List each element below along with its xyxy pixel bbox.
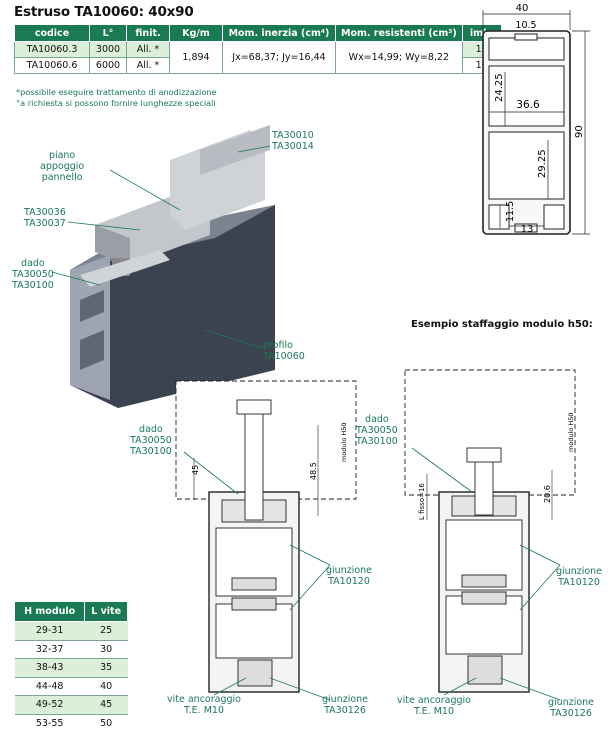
spec-header-cell: Kg/m (169, 24, 223, 42)
left-label-dado: dado TA30050 TA30100 (130, 424, 172, 457)
right-label-giunzione2: giunzione TA30126 (548, 697, 595, 719)
spec-header-cell: Mom. inerzia (cm⁴) (222, 24, 336, 42)
cross-section-drawing (482, 10, 590, 235)
left-leaders (183, 451, 331, 701)
label-ta30036: TA30036 TA30037 (24, 207, 66, 229)
left-modulo: modulo H50 (340, 422, 348, 462)
vite-cell: 45 (84, 695, 128, 714)
section-title: Esempio staffaggio modulo h50: (411, 319, 593, 330)
dim-height: 90 (574, 125, 585, 138)
dim-top: 10.5 (515, 20, 536, 31)
left-dim-485: 48.5 (309, 462, 318, 480)
right-label-vite: vite ancoraggio T.E. M10 (397, 695, 471, 717)
vite-cell: 40 (84, 676, 128, 696)
page-title: Estruso TA10060: 40x90 (14, 4, 194, 20)
right-l-fisso: L fisso=16 (418, 483, 426, 520)
spec-cell-inerzia: Jx=68,37; Jy=16,44 (222, 41, 336, 74)
dim-d2: 36.6 (516, 99, 540, 111)
vite-table-header: H modulo L vite (13, 601, 128, 622)
vite-cell: 38-43 (14, 658, 85, 677)
dim-d3: 29.25 (537, 149, 548, 178)
left-dim-45: 45 (191, 465, 200, 475)
right-dim-206: 20.6 (543, 485, 552, 503)
right-modulo: modulo H50 (567, 412, 575, 452)
spec-cell: All. * (126, 41, 170, 58)
vite-cell: 53-55 (14, 713, 85, 732)
label-piano: piano appoggio pannello (40, 150, 85, 183)
spec-cell: TA10060.6 (14, 57, 90, 74)
right-label-giunzione1: giunzione TA10120 (556, 566, 603, 588)
right-label-dado: dado TA30050 TA30100 (356, 414, 398, 447)
spec-header-cell: codice (14, 24, 90, 42)
spec-cell: 3000 (89, 41, 127, 58)
spec-cell-resistenti: Wx=14,99; Wy=8,22 (335, 41, 463, 74)
label-dado-iso: dado TA30050 TA30100 (12, 258, 54, 291)
vite-header-cell: H modulo (13, 601, 86, 622)
isometric-assembly (70, 125, 275, 408)
vite-cell: 32-37 (14, 639, 85, 659)
vite-cell: 44-48 (14, 676, 85, 696)
iso-leaders (51, 145, 271, 349)
vite-header-cell: L vite (84, 601, 128, 622)
vite-cell: 30 (84, 639, 128, 659)
spec-cell: All. * (126, 57, 170, 74)
spec-table-header: codice L° finit. Kg/m Mom. inerzia (cm⁴)… (14, 24, 502, 42)
spec-header-cell: Mom. resistenti (cm³) (335, 24, 463, 42)
dim-d4: 11.5 (505, 201, 516, 222)
spec-cell: 6000 (89, 57, 127, 74)
dim-d5: 13 (521, 224, 534, 235)
dim-d1: 24.25 (494, 73, 505, 102)
label-ta30010: TA30010 TA30014 (272, 130, 314, 152)
table-row: TA10060.3 3000 All. * 1,894 Jx=68,37; Jy… (14, 41, 502, 74)
right-mounting-drawing (404, 369, 576, 693)
spec-header-cell: L° (89, 24, 127, 42)
right-leaders (411, 447, 561, 701)
left-mounting-drawing (175, 380, 357, 693)
vite-cell: 25 (84, 621, 128, 640)
note-anodizing: *possibile eseguire trattamento di anodi… (16, 87, 217, 97)
vite-cell: 35 (84, 658, 128, 677)
vite-cell: 50 (84, 713, 128, 732)
spec-table: codice L° finit. Kg/m Mom. inerzia (cm⁴)… (14, 24, 502, 74)
left-label-vite: vite ancoraggio T.E. M10 (167, 694, 241, 716)
label-profilo: profilo TA10060 (263, 340, 305, 362)
table-row: TA10060.6 6000 All. * 10 (14, 57, 502, 74)
dim-width: 40 (516, 3, 529, 14)
vite-cell: 29-31 (14, 621, 85, 640)
note-lengths: °a richiesta si possono fornire lunghezz… (16, 98, 216, 108)
vite-cell: 49-52 (14, 695, 85, 714)
spec-cell-kgm: 1,894 (169, 41, 223, 74)
left-label-giunzione2: giunzione TA30126 (322, 694, 369, 716)
left-label-giunzione1: giunzione TA10120 (326, 565, 373, 587)
